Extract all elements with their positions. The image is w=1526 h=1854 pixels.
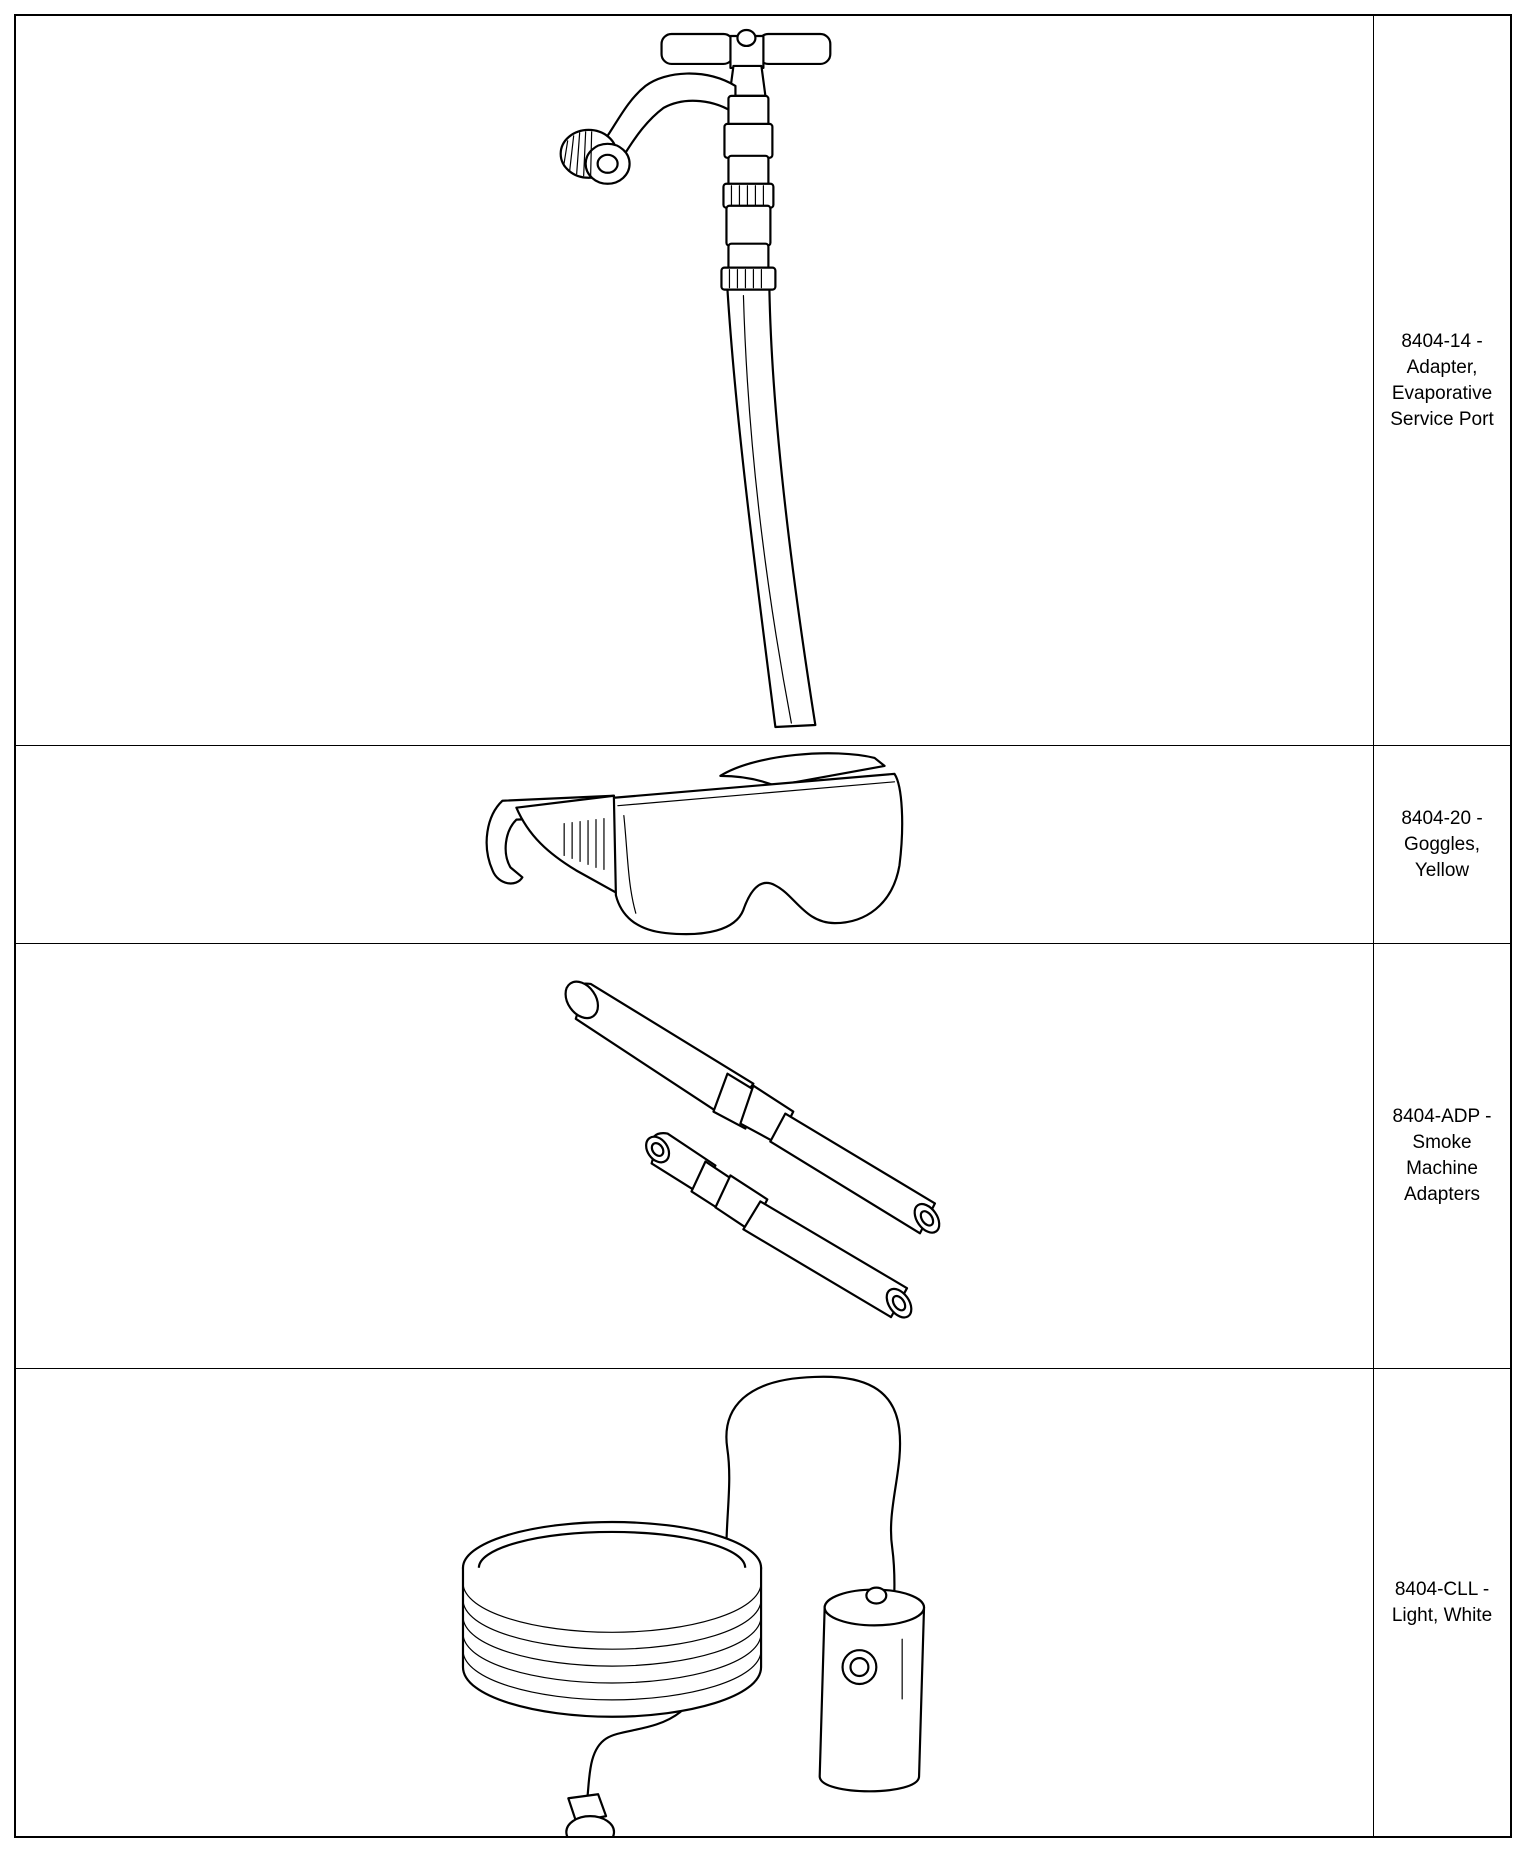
tool-label-cell: 8404-ADP - Smoke Machine Adapters (1374, 944, 1510, 1369)
yellow-goggles-illustration (485, 752, 904, 936)
tool-label-cell: 8404-20 - Goggles, Yellow (1374, 746, 1510, 944)
tool-table: 8404-14 - Adapter, Evaporative Service P… (14, 14, 1512, 1838)
tool-label: 8404-ADP - Smoke Machine Adapters (1392, 1106, 1492, 1205)
tool-illustration-cell (16, 16, 1374, 746)
tool-illustration-cell (16, 746, 1374, 944)
tool-label: 8404-14 - Adapter, Evaporative Service P… (1390, 330, 1494, 430)
white-light-illustration (461, 1375, 926, 1836)
tool-label: 8404-CLL - Light, White (1391, 1578, 1493, 1626)
tool-illustration-cell (16, 1369, 1374, 1836)
smoke-machine-adapters-illustration (564, 980, 941, 1319)
tool-illustration-cell (16, 944, 1374, 1369)
tool-label-cell: 8404-14 - Adapter, Evaporative Service P… (1374, 16, 1510, 746)
tool-label: 8404-20 - Goggles, Yellow (1401, 807, 1483, 881)
tool-label-cell: 8404-CLL - Light, White (1374, 1369, 1510, 1836)
evaporative-service-port-adapter-illustration (559, 28, 832, 729)
